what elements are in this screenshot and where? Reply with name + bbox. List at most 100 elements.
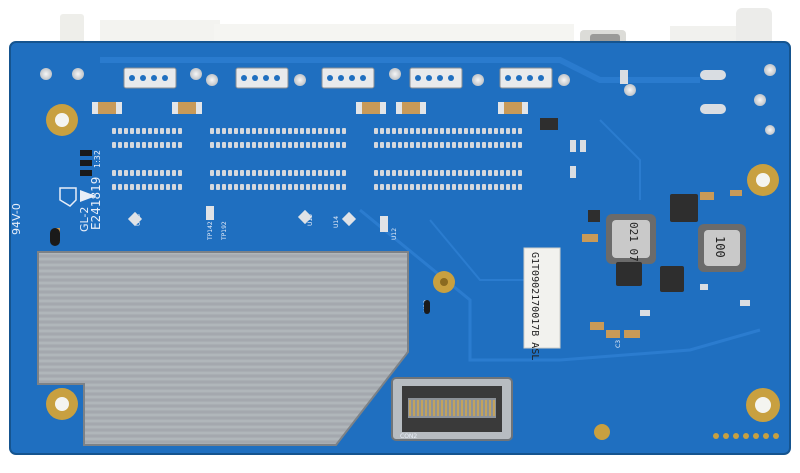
solder-pad [228, 142, 232, 148]
solder-pad [336, 184, 340, 190]
solder-pad [246, 128, 250, 134]
solder-pad-grids [112, 128, 522, 190]
solder-pad [488, 128, 492, 134]
solder-pad [118, 142, 122, 148]
solder-pad [500, 170, 504, 176]
vendor-logo-icon [80, 190, 96, 202]
solder-pad [434, 184, 438, 190]
solder-pad [136, 184, 140, 190]
designator-u15: U15 [307, 214, 314, 226]
designator-con2: CON2 [400, 433, 417, 440]
solder-pad [124, 128, 128, 134]
solder-pad [428, 184, 432, 190]
solder-pad [494, 142, 498, 148]
solder-pad [380, 170, 384, 176]
solder-pad [288, 184, 292, 190]
solder-pad [306, 142, 310, 148]
solder-pad [446, 128, 450, 134]
solder-pad [294, 142, 298, 148]
solder-pad [222, 142, 226, 148]
solder-pad [312, 128, 316, 134]
solder-pad [428, 128, 432, 134]
solder-pad [470, 170, 474, 176]
led-left [50, 228, 60, 246]
solder-pad [234, 170, 238, 176]
solder-pad [148, 128, 152, 134]
solder-pad [130, 170, 134, 176]
solder-pad [324, 128, 328, 134]
smd-capacitors [92, 102, 528, 114]
solder-pad [288, 142, 292, 148]
solder-pad [210, 142, 214, 148]
solder-pad [380, 128, 384, 134]
solder-pad [240, 184, 244, 190]
solder-pad [488, 142, 492, 148]
solder-pad [488, 184, 492, 190]
solder-pad [240, 128, 244, 134]
solder-pad [494, 170, 498, 176]
solder-pad [154, 170, 158, 176]
solder-pad [434, 170, 438, 176]
solder-pad [458, 170, 462, 176]
solder-pad [330, 170, 334, 176]
solder-pad [252, 128, 256, 134]
via-pad [594, 424, 610, 440]
solder-pad [446, 170, 450, 176]
solder-pad [518, 128, 522, 134]
solder-pad [216, 170, 220, 176]
solder-pad [246, 142, 250, 148]
solder-pad [336, 128, 340, 134]
solder-pad [446, 184, 450, 190]
solder-pad [258, 184, 262, 190]
solder-pad [434, 142, 438, 148]
solder-pad [428, 170, 432, 176]
solder-pad [136, 128, 140, 134]
solder-pad [386, 184, 390, 190]
solder-pad [246, 184, 250, 190]
solder-pad [392, 170, 396, 176]
solder-pad [178, 184, 182, 190]
solder-pad [312, 170, 316, 176]
solder-pad [452, 128, 456, 134]
solder-pad [506, 170, 510, 176]
solder-pad [416, 184, 420, 190]
solder-pad [464, 184, 468, 190]
solder-pad [506, 128, 510, 134]
solder-pad [416, 142, 420, 148]
solder-pad [446, 142, 450, 148]
solder-pad [210, 128, 214, 134]
solder-pad [112, 184, 116, 190]
solder-pad [258, 142, 262, 148]
solder-pad [440, 142, 444, 148]
solder-pad [264, 142, 268, 148]
solder-pad [166, 142, 170, 148]
power-ics [540, 118, 698, 292]
solder-pad [228, 184, 232, 190]
solder-pad [452, 184, 456, 190]
solder-pad [112, 128, 116, 134]
solder-pad [422, 128, 426, 134]
solder-pad [342, 128, 346, 134]
solder-pad [386, 128, 390, 134]
solder-pad [270, 184, 274, 190]
solder-pad [270, 170, 274, 176]
solder-pad [216, 142, 220, 148]
solder-pad [482, 142, 486, 148]
solder-pad [458, 128, 462, 134]
solder-pad [392, 128, 396, 134]
solder-pad [318, 128, 322, 134]
solder-pad [452, 142, 456, 148]
solder-pad [124, 142, 128, 148]
solder-pad [416, 128, 420, 134]
solder-pad [330, 128, 334, 134]
serial-number: G1T0902170017B ASL [529, 252, 540, 360]
solder-pad [306, 184, 310, 190]
solder-pad [178, 170, 182, 176]
solder-pad [464, 142, 468, 148]
solder-pad [112, 170, 116, 176]
solder-pad [506, 142, 510, 148]
solder-pad [172, 184, 176, 190]
solder-pad [336, 170, 340, 176]
solder-pad [476, 128, 480, 134]
solder-pad [500, 184, 504, 190]
